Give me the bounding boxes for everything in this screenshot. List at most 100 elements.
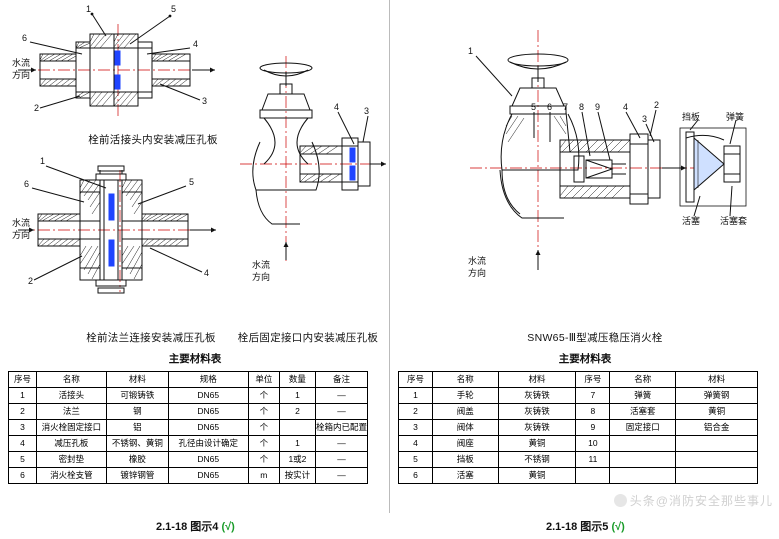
bottom-bar: 2.1-18 图示4 (√) 2.1-18 图示5 (√) [0, 513, 779, 539]
cell: 阀盖 [431, 403, 499, 420]
right-figure-panel: 1 5 6 7 8 9 4 3 2 挡板 弹簧 活塞 活塞套 水流 方向 SNW… [390, 0, 779, 539]
cell: 固定接口 [609, 419, 677, 436]
table-header-row: 序号 名称 材料 规格 单位 数量 备注 [8, 371, 369, 388]
cell: 铝合金 [675, 419, 758, 436]
cell: m [247, 467, 280, 484]
watermark: 头条@消防安全那些事儿 [613, 492, 773, 509]
svg-text:1: 1 [86, 4, 91, 14]
cell: 6 [8, 467, 37, 484]
cell: 灰铸铁 [497, 387, 577, 404]
svg-text:方向: 方向 [12, 229, 30, 240]
cell: 黄铜 [497, 467, 577, 484]
svg-text:3: 3 [364, 106, 369, 116]
watermark-separator: @ [655, 494, 669, 508]
svg-text:2: 2 [28, 276, 33, 286]
cell: 黄铜 [497, 435, 577, 452]
cell: 1 [278, 435, 316, 452]
cell [609, 467, 677, 484]
left-materials-table: 序号 名称 材料 规格 单位 数量 备注 1 活接头 可锻铸铁 DN65 个 1… [8, 371, 369, 484]
cell: 孔径由设计确定 [167, 435, 249, 452]
col-header: 序号 [398, 371, 433, 388]
caption-snw65-hydrant: SNW65-Ⅲ型减压稳压消火栓 [527, 332, 663, 344]
table-row: 4 减压孔板 不锈钢、黄铜 孔径由设计确定 个 1 — [8, 435, 369, 452]
table-row: 6 活塞 黄铜 [398, 467, 758, 484]
cell [575, 467, 611, 484]
svg-text:2: 2 [34, 103, 39, 113]
svg-text:9: 9 [595, 102, 600, 112]
cell: 个 [247, 451, 280, 468]
cell: 橡胶 [105, 451, 169, 468]
cell: 密封垫 [35, 451, 107, 468]
drawing-hydrant-outlet-orifice: 4 3 水流 方向 [230, 46, 390, 286]
svg-text:方向: 方向 [468, 267, 486, 278]
cell: 个 [247, 387, 280, 404]
cell: 镀锌钢管 [105, 467, 169, 484]
cell: 活塞套 [609, 403, 677, 420]
cell: 栓箱内已配置 [314, 419, 369, 436]
cell: 个 [247, 419, 280, 436]
cell: DN65 [167, 451, 249, 468]
table-row: 5 挡板 不锈钢 11 [398, 451, 758, 468]
svg-text:2: 2 [654, 100, 659, 110]
cell: 2 [8, 403, 37, 420]
cell: 1 [278, 387, 316, 404]
svg-text:5: 5 [531, 102, 536, 112]
svg-text:4: 4 [204, 268, 209, 278]
table-row: 2 阀盖 灰铸铁 8 活塞套 黄铜 [398, 403, 758, 420]
table-row: 5 密封垫 橡胶 DN65 个 1或2 — [8, 451, 369, 468]
cell: 个 [247, 403, 280, 420]
caption-outlet-orifice-plate: 栓后固定接口内安装减压孔板 [237, 332, 379, 344]
cell: 钢 [105, 403, 169, 420]
col-header: 材料 [497, 371, 577, 388]
cell: 5 [398, 451, 433, 468]
cell: DN65 [167, 387, 249, 404]
cell: 个 [247, 435, 280, 452]
cell: 消火栓支管 [35, 467, 107, 484]
cell: 1或2 [278, 451, 316, 468]
cell: 2 [278, 403, 316, 420]
cell: 减压孔板 [35, 435, 107, 452]
svg-text:4: 4 [193, 39, 198, 49]
col-header: 名称 [609, 371, 677, 388]
svg-text:5: 5 [189, 177, 194, 187]
cell: 9 [575, 419, 611, 436]
col-header: 规格 [167, 371, 249, 388]
cell: 活接头 [35, 387, 107, 404]
cell: 8 [575, 403, 611, 420]
svg-text:水流: 水流 [468, 255, 486, 266]
col-header: 序号 [575, 371, 611, 388]
cell: 法兰 [35, 403, 107, 420]
cell: 2 [398, 403, 433, 420]
table-row: 2 法兰 钢 DN65 个 2 — [8, 403, 369, 420]
right-materials-table: 序号 名称 材料 序号 名称 材料 1 手轮 灰铸铁 7 弹簧 弹簧钢 2 阀盖… [398, 371, 758, 484]
cell: 阀体 [431, 419, 499, 436]
cell: 1 [398, 387, 433, 404]
svg-text:7: 7 [563, 102, 568, 112]
cell: 5 [8, 451, 37, 468]
left-figure-number: 2.1-18 图示4 [156, 521, 219, 533]
svg-text:6: 6 [22, 33, 27, 43]
watermark-source: 头条 [629, 494, 656, 508]
cell: — [314, 387, 369, 404]
cell: 手轮 [431, 387, 499, 404]
cell: 弹簧钢 [675, 387, 758, 404]
panel-divider [389, 0, 390, 539]
col-header: 材料 [675, 371, 758, 388]
table-row: 4 阀座 黄铜 10 [398, 435, 758, 452]
table-row: 3 消火栓固定接口 铝 DN65 个 栓箱内已配置 [8, 419, 369, 436]
cell [278, 419, 316, 436]
svg-text:1: 1 [468, 46, 473, 56]
cell: DN65 [167, 419, 249, 436]
caption-union-orifice-plate: 栓前活接头内安装减压孔板 [88, 134, 218, 146]
svg-text:方向: 方向 [252, 271, 270, 282]
table-row: 6 消火栓支管 镀锌钢管 DN65 m 按实计 — [8, 467, 369, 484]
cell: 4 [398, 435, 433, 452]
svg-text:6: 6 [547, 102, 552, 112]
table-row: 3 阀体 灰铸铁 9 固定接口 铝合金 [398, 419, 758, 436]
svg-text:挡板: 挡板 [682, 111, 700, 122]
watermark-account: 消防安全那些事儿 [668, 494, 773, 508]
cell: 6 [398, 467, 433, 484]
svg-text:水流: 水流 [12, 217, 30, 228]
cell: 不锈钢、黄铜 [105, 435, 169, 452]
col-header: 数量 [278, 371, 316, 388]
